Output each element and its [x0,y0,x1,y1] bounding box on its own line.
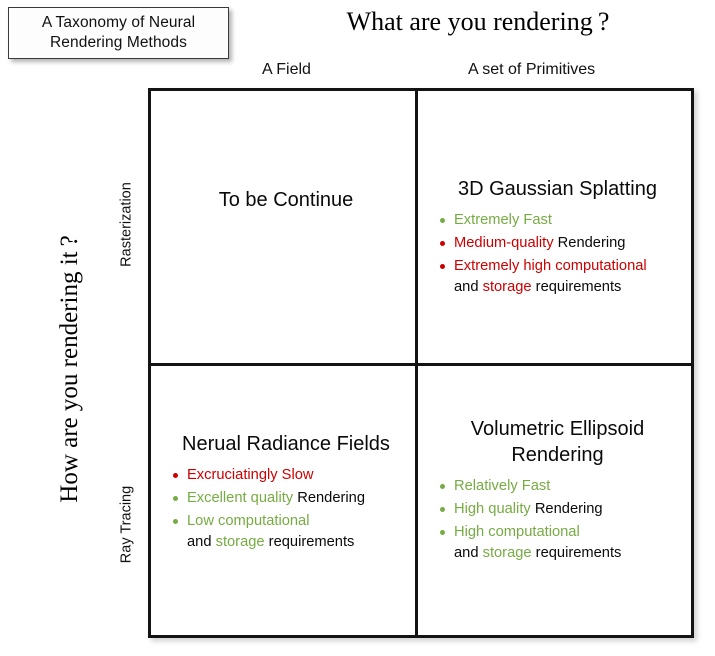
list-item: Excruciatingly Slow [173,465,403,485]
list-item-continuation: and storage requirements [454,277,679,297]
list-item-text: and [454,545,483,561]
bullet-dot-icon [440,218,445,223]
list-item: Extremely Fast [440,210,679,230]
list-item-continuation: and storage requirements [454,543,679,563]
quadrant-raytracing-field: Nerual Radiance Fields Excruciatingly Sl… [151,366,418,635]
list-item: Low computational and storage requirement… [173,511,403,552]
row-header-rasterization: Rasterization [118,182,135,267]
top-axis-question: What are you rendering ? [346,7,610,36]
column-header-a-field: A Field [262,61,311,78]
list-item: Excellent quality Rendering [173,488,403,508]
list-item-text: Excruciatingly Slow [187,467,314,483]
list-item-continuation: and storage requirements [187,532,403,552]
list-item-text: Low computational [187,513,310,529]
bullet-dot-icon [173,473,178,478]
list-item-text: Relatively Fast [454,478,551,494]
list-item-text: Rendering [557,235,626,251]
list-item-text: storage [482,545,536,561]
bullet-dot-icon [440,241,445,246]
bullet-dot-icon [440,484,445,489]
list-item-text: Excellent quality [187,490,298,506]
taxonomy-matrix: To be Continue 3D Gaussian Splatting Ext… [148,88,694,638]
list-item-text: Rendering [297,490,365,506]
list-item-text: storage [215,534,269,550]
left-axis-question: How are you rendering it ? [56,235,83,503]
list-item-text: High computational [454,524,580,540]
bullet-dot-icon [173,496,178,501]
list-item: High quality Rendering [440,499,679,519]
quadrant-rasterization-field: To be Continue [151,91,418,366]
diagram-title-card: A Taxonomy of Neural Rendering Methods [8,7,229,59]
bullet-dot-icon [173,519,178,524]
quadrant-title-neural-radiance-fields: Nerual Radiance Fields [182,433,390,455]
row-header-ray-tracing: Ray Tracing [118,485,135,564]
list-item-text: Extremely Fast [454,212,552,228]
list-item-text: and [187,534,216,550]
quadrant-title-to-be-continue: To be Continue [218,189,354,211]
bullet-dot-icon [440,264,445,269]
list-item-text: storage [482,279,536,295]
list-item-text: High quality [454,501,535,517]
quadrant-raytracing-primitives: Volumetric Ellipsoid Rendering Relativel… [418,366,691,635]
list-item-text: requirements [535,279,622,295]
list-item: Relatively Fast [440,476,679,496]
column-header-a-set-of-primitives: A set of Primitives [468,61,596,78]
bullet-dot-icon [440,507,445,512]
list-item: High computational and storage requiremen… [440,522,679,563]
list-item-text: Extremely high computational [454,258,647,274]
quadrant-title-volumetric-ellipsoid-rendering: Volumetric Ellipsoid Rendering [470,418,645,466]
list-item-text: requirements [535,545,622,561]
bullet-dot-icon [440,530,445,535]
list-item: Medium-quality Rendering [440,233,679,253]
list-item-text: and [454,279,483,295]
diagram-title-text: A Taxonomy of Neural Rendering Methods [41,14,196,51]
list-item-text: Rendering [534,501,603,517]
list-item-text: Medium-quality [454,235,558,251]
quadrant-title-3d-gaussian-splatting: 3D Gaussian Splatting [457,178,657,200]
list-item-text: requirements [268,534,355,550]
list-item: Extremely high computational and storage … [440,256,679,297]
